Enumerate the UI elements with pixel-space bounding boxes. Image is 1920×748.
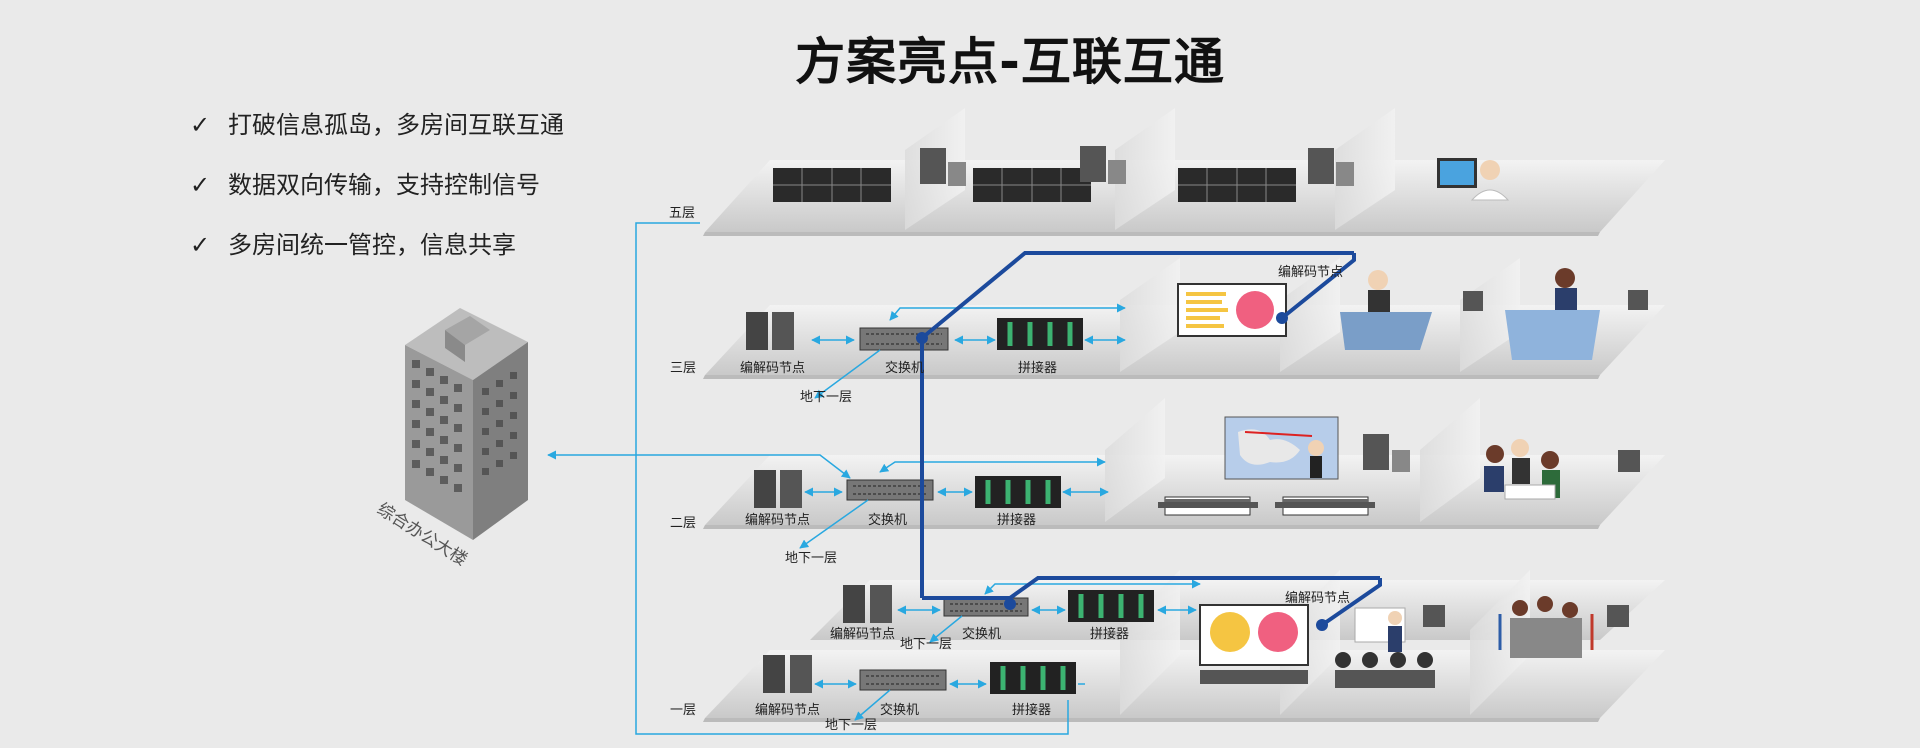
page-title: 方案亮点-互联互通	[795, 33, 1225, 91]
switch-icon	[859, 327, 949, 351]
codec-label: 编解码节点	[755, 703, 820, 718]
splicer-label: 拼接器	[1018, 360, 1057, 376]
video-wall	[1178, 168, 1296, 202]
splicer-label: 拼接器	[997, 512, 1036, 528]
person-desk-icon	[1340, 270, 1432, 350]
connection-lines	[547, 222, 1201, 735]
server-icon	[1363, 434, 1410, 472]
checkmark-icon: ✓	[190, 171, 211, 199]
server-icon	[1463, 291, 1483, 311]
codec-label: 编解码节点	[830, 627, 895, 642]
person-desk-icon	[1505, 268, 1600, 360]
bullet-item: ✓打破信息孤岛，多房间互联互通	[190, 104, 564, 164]
switch-label: 交换机	[880, 702, 919, 718]
codec-node-icon	[843, 585, 892, 623]
office-building-icon	[405, 308, 528, 540]
highlight-list: ✓打破信息孤岛，多房间互联互通 ✓数据双向传输，支持控制信号 ✓多房间统一管控，…	[190, 104, 564, 284]
switch-label: 交换机	[962, 626, 1001, 642]
server-icon	[1080, 146, 1126, 184]
bullet-item: ✓多房间统一管控，信息共享	[190, 224, 564, 284]
codec-label: 编解码节点	[740, 361, 805, 376]
floor-label-1: 一层	[670, 703, 696, 718]
splicer-label: 拼接器	[1012, 702, 1051, 718]
presentation-screen-icon	[1177, 283, 1287, 337]
video-wall	[973, 168, 1091, 202]
server-icon	[1607, 605, 1629, 627]
codec-node-icon	[754, 470, 802, 508]
video-wall	[773, 168, 891, 202]
server-icon	[1308, 148, 1354, 186]
codec-label: 编解码节点	[745, 513, 810, 528]
codec-node-icon	[746, 312, 794, 350]
floor-label-2: 二层	[670, 516, 696, 531]
splicer-icon	[975, 476, 1061, 508]
checkmark-icon: ✓	[190, 111, 211, 139]
basement-label: 地下一层	[785, 551, 837, 566]
trunk-nodes	[916, 312, 1328, 631]
basement-label: 地下一层	[825, 718, 877, 733]
switch-icon	[943, 597, 1029, 617]
floor-label-3: 三层	[670, 361, 696, 376]
splicer-label: 拼接器	[1090, 626, 1129, 642]
basement-label: 地下一层	[800, 390, 852, 405]
codec-label: 编解码节点	[1278, 265, 1343, 280]
floor-label-5: 五层	[669, 206, 695, 221]
basement-label: 地下一层	[900, 637, 952, 652]
splicer-icon	[1068, 590, 1154, 622]
server-icon	[1618, 450, 1640, 472]
monitor-desk-icon	[1158, 496, 1375, 516]
splicer-icon	[997, 318, 1083, 350]
checkmark-icon: ✓	[190, 231, 211, 259]
operator-workstation-icon	[1437, 158, 1510, 201]
meeting-group-icon	[1484, 439, 1560, 500]
codec-label: 编解码节点	[1285, 591, 1350, 606]
server-icon	[1423, 605, 1445, 627]
audience-icon	[1335, 652, 1435, 688]
switch-label: 交换机	[885, 360, 924, 376]
world-map-screen-icon	[1224, 416, 1339, 480]
trunk-lines	[920, 251, 1382, 627]
server-icon	[920, 148, 966, 186]
splicer-icon	[990, 662, 1076, 694]
pie-chart-screen-icon	[1199, 604, 1309, 684]
switch-icon	[859, 669, 947, 691]
speaker-podium-icon	[1354, 607, 1406, 652]
conference-table-icon	[1498, 596, 1594, 658]
switch-label: 交换机	[868, 512, 907, 528]
switch-icon	[846, 479, 934, 501]
server-icon	[1628, 290, 1648, 310]
codec-node-icon	[763, 655, 812, 693]
bullet-item: ✓数据双向传输，支持控制信号	[190, 164, 564, 224]
